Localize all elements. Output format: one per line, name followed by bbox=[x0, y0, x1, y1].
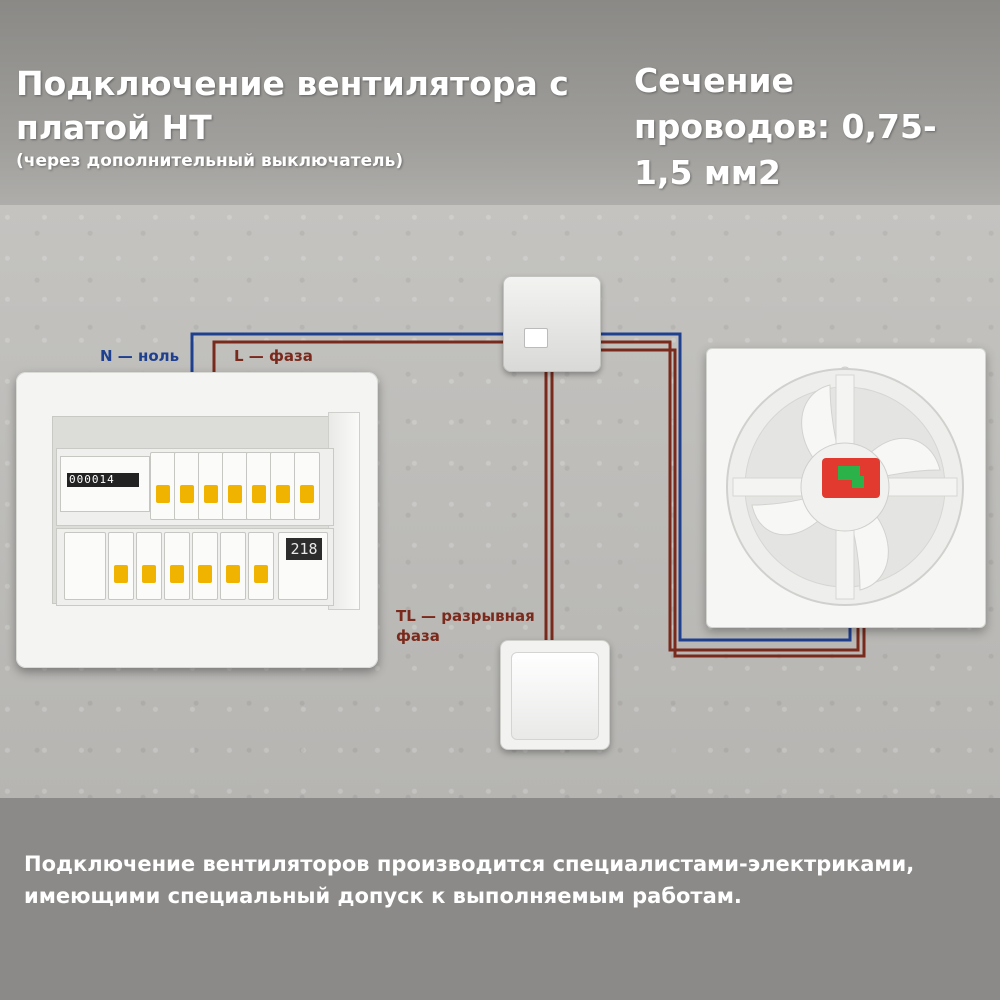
breaker-lever bbox=[170, 565, 184, 583]
breaker bbox=[174, 452, 200, 520]
breaker-lever bbox=[252, 485, 266, 503]
control-board-nt bbox=[822, 458, 880, 498]
phase-label: L — фаза bbox=[234, 347, 313, 365]
breaker-lever bbox=[254, 565, 268, 583]
wire-section-spec: Сечение проводов: 0,75-1,5 мм2 bbox=[634, 61, 937, 192]
breaker bbox=[246, 452, 272, 520]
breaker-lever bbox=[180, 485, 194, 503]
breaker bbox=[150, 452, 176, 520]
breaker bbox=[192, 532, 218, 600]
breaker bbox=[222, 452, 248, 520]
breaker bbox=[220, 532, 246, 600]
phase-wire bbox=[212, 340, 540, 372]
breaker-lever bbox=[276, 485, 290, 503]
board-terminal bbox=[852, 476, 864, 488]
breaker bbox=[108, 532, 134, 600]
page-subtitle: (через дополнительный выключатель) bbox=[16, 151, 404, 171]
junction-box bbox=[503, 276, 601, 372]
breaker-lever bbox=[156, 485, 170, 503]
breaker bbox=[294, 452, 320, 520]
neutral-wire bbox=[190, 332, 530, 372]
page-title: Подключение вентилятора с платой НТ bbox=[16, 64, 569, 147]
switched-phase-label: TL — разрывная фаза bbox=[396, 607, 535, 645]
footer-band bbox=[0, 798, 1000, 1000]
breaker-lever bbox=[226, 565, 240, 583]
header-band bbox=[0, 0, 1000, 205]
breaker-lever bbox=[300, 485, 314, 503]
electricity-meter: 000014 bbox=[60, 456, 150, 512]
breaker-lever bbox=[142, 565, 156, 583]
breaker-lever bbox=[114, 565, 128, 583]
breaker-lever bbox=[204, 485, 218, 503]
breaker bbox=[270, 452, 296, 520]
breaker bbox=[136, 532, 162, 600]
neutral-label: N — ноль bbox=[100, 347, 180, 365]
breaker bbox=[164, 532, 190, 600]
wire-connector bbox=[524, 328, 548, 348]
switch-key bbox=[511, 652, 599, 740]
meter-display: 000014 bbox=[67, 473, 139, 487]
breaker-lever bbox=[198, 565, 212, 583]
breaker-lever bbox=[228, 485, 242, 503]
rcd-module bbox=[64, 532, 106, 600]
footer-note: Подключение вентиляторов производится сп… bbox=[24, 852, 915, 908]
voltmeter-display: 218 bbox=[286, 538, 322, 560]
breaker bbox=[248, 532, 274, 600]
